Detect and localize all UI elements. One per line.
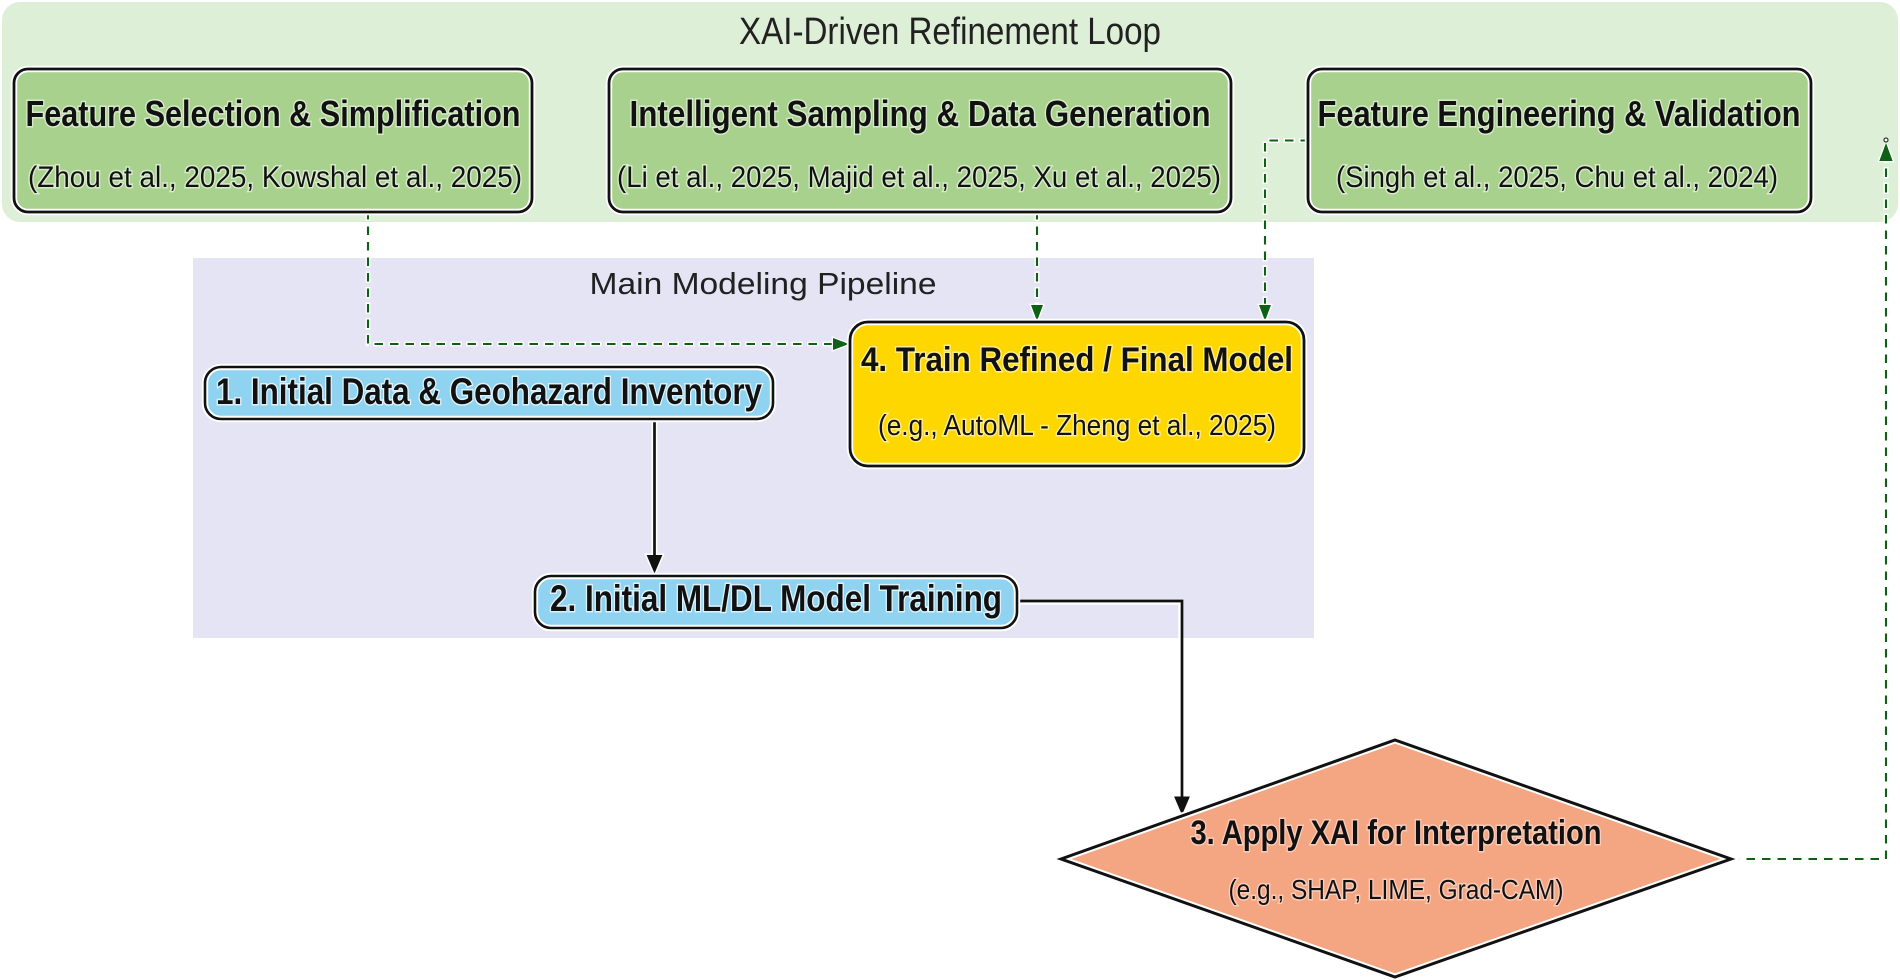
svg-text:Feature Engineering & Validati: Feature Engineering & Validation	[1318, 93, 1801, 134]
svg-text:(Li et al., 2025, Majid et al.: (Li et al., 2025, Majid et al., 2025, Xu…	[617, 161, 1221, 194]
svg-text:(Singh et al., 2025, Chu et al: (Singh et al., 2025, Chu et al., 2024)	[1336, 161, 1778, 194]
svg-text:Feature Selection & Simplifica: Feature Selection & Simplification	[26, 93, 521, 134]
svg-text:XAI-Driven Refinement Loop: XAI-Driven Refinement Loop	[739, 11, 1161, 53]
svg-text:(Zhou et al., 2025, Kowshal et: (Zhou et al., 2025, Kowshal et al., 2025…	[28, 161, 522, 194]
svg-text:Main Modeling Pipeline: Main Modeling Pipeline	[590, 266, 937, 301]
svg-text:2. Initial ML/DL Model Trainin: 2. Initial ML/DL Model Training	[550, 578, 1002, 619]
svg-text:(e.g., SHAP, LIME, Grad-CAM): (e.g., SHAP, LIME, Grad-CAM)	[1229, 874, 1564, 905]
svg-text:1. Initial Data & Geohazard In: 1. Initial Data & Geohazard Inventory	[216, 371, 762, 412]
svg-text:4. Train Refined / Final Model: 4. Train Refined / Final Model	[861, 341, 1293, 379]
svg-text:(e.g., AutoML - Zheng et al.,: (e.g., AutoML - Zheng et al., 2025)	[878, 410, 1276, 442]
svg-text:3. Apply XAI for Interpretatio: 3. Apply XAI for Interpretation	[1191, 814, 1602, 852]
svg-text:Intelligent Sampling & Data Ge: Intelligent Sampling & Data Generation	[630, 93, 1211, 134]
